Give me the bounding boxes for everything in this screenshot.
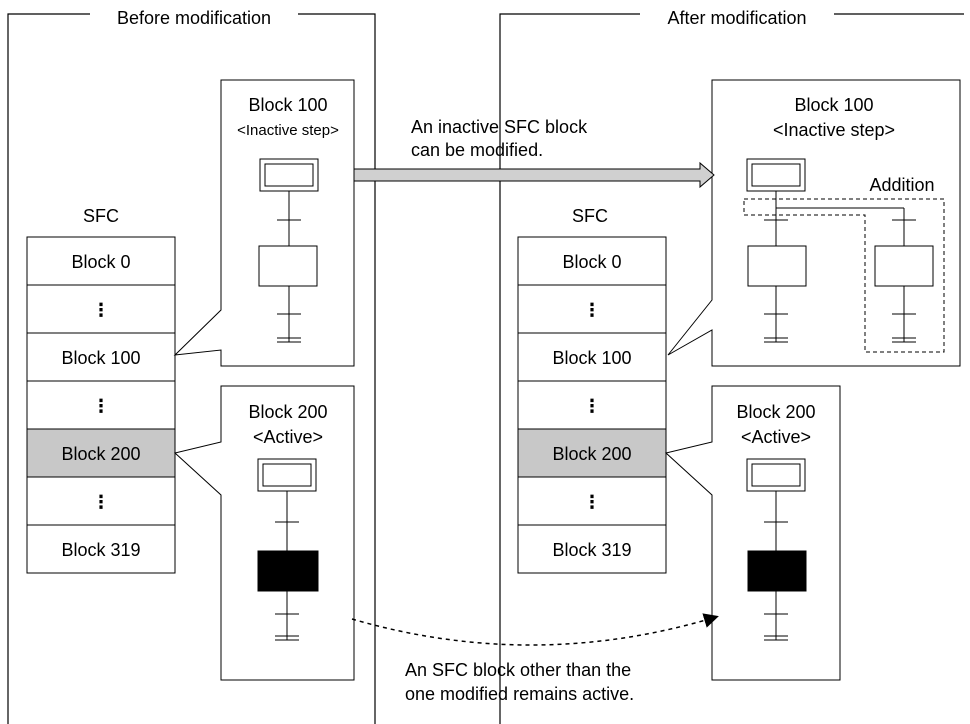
callout-block-100: Block 100 <Inactive step> [173, 79, 355, 367]
callout-title: Block 100 [794, 95, 873, 115]
sfc-list-item: ⋮ [583, 300, 601, 320]
before-panel-title: Before modification [117, 8, 271, 28]
modification-arrow [353, 161, 715, 189]
sfc-list-item: ⋮ [583, 396, 601, 416]
before-panel: Before modification SFC Block 0 ⋮ Block … [7, 8, 376, 724]
sfc-list-item: Block 319 [552, 540, 631, 560]
sfc-list-item: ⋮ [92, 300, 110, 320]
sfc-list-item: Block 0 [562, 252, 621, 272]
active-link-arrow [351, 613, 719, 646]
callout-subtitle: <Active> [253, 427, 323, 447]
callout-block-200: Block 200 <Active> [664, 385, 841, 681]
sfc-list-item: ⋮ [92, 396, 110, 416]
bottom-note-line1: An SFC block other than the [405, 660, 631, 680]
sfc-block-list: Block 0 ⋮ Block 100 ⋮ Block 200 ⋮ Block … [517, 236, 667, 574]
sfc-list-item: Block 100 [552, 348, 631, 368]
sfc-title: SFC [572, 206, 608, 226]
callout-subtitle: <Active> [741, 427, 811, 447]
after-panel: After modification SFC Block 0 ⋮ Block 1… [499, 8, 964, 724]
active-step [257, 550, 319, 592]
sfc-chart-modified [746, 158, 934, 343]
callout-block-100-modified: Block 100 <Inactive step> Addition [667, 79, 961, 367]
sfc-list-item: ⋮ [583, 492, 601, 512]
active-step [747, 550, 807, 592]
sfc-list-item: Block 200 [61, 444, 140, 464]
after-panel-title: After modification [667, 8, 806, 28]
addition-label: Addition [869, 175, 934, 195]
callout-subtitle: <Inactive step> [773, 120, 895, 140]
sfc-chart-active [746, 458, 807, 641]
addition-outline [743, 198, 945, 353]
sfc-list-item: Block 200 [552, 444, 631, 464]
callout-title: Block 200 [248, 402, 327, 422]
arrow-note-line1: An inactive SFC block [411, 117, 588, 137]
sfc-title: SFC [83, 206, 119, 226]
callout-title: Block 100 [248, 95, 327, 115]
sfc-block-list: Block 0 ⋮ Block 100 ⋮ Block 200 ⋮ Block … [26, 236, 176, 574]
sfc-list-item: ⋮ [92, 492, 110, 512]
sfc-block-200-highlight [27, 429, 175, 477]
arrow-note-line2: can be modified. [411, 140, 543, 160]
sfc-list-item: Block 319 [61, 540, 140, 560]
bottom-note-line2: one modified remains active. [405, 684, 634, 704]
sfc-list-item: Block 100 [61, 348, 140, 368]
added-step [874, 245, 934, 287]
sfc-list-item: Block 0 [71, 252, 130, 272]
sfc-chart-inactive [258, 158, 319, 343]
callout-subtitle: <Inactive step> [237, 122, 339, 139]
callout-title: Block 200 [736, 402, 815, 422]
sfc-chart-active [257, 458, 319, 641]
sfc-block-200-highlight [518, 429, 666, 477]
callout-block-200: Block 200 <Active> [173, 385, 355, 681]
